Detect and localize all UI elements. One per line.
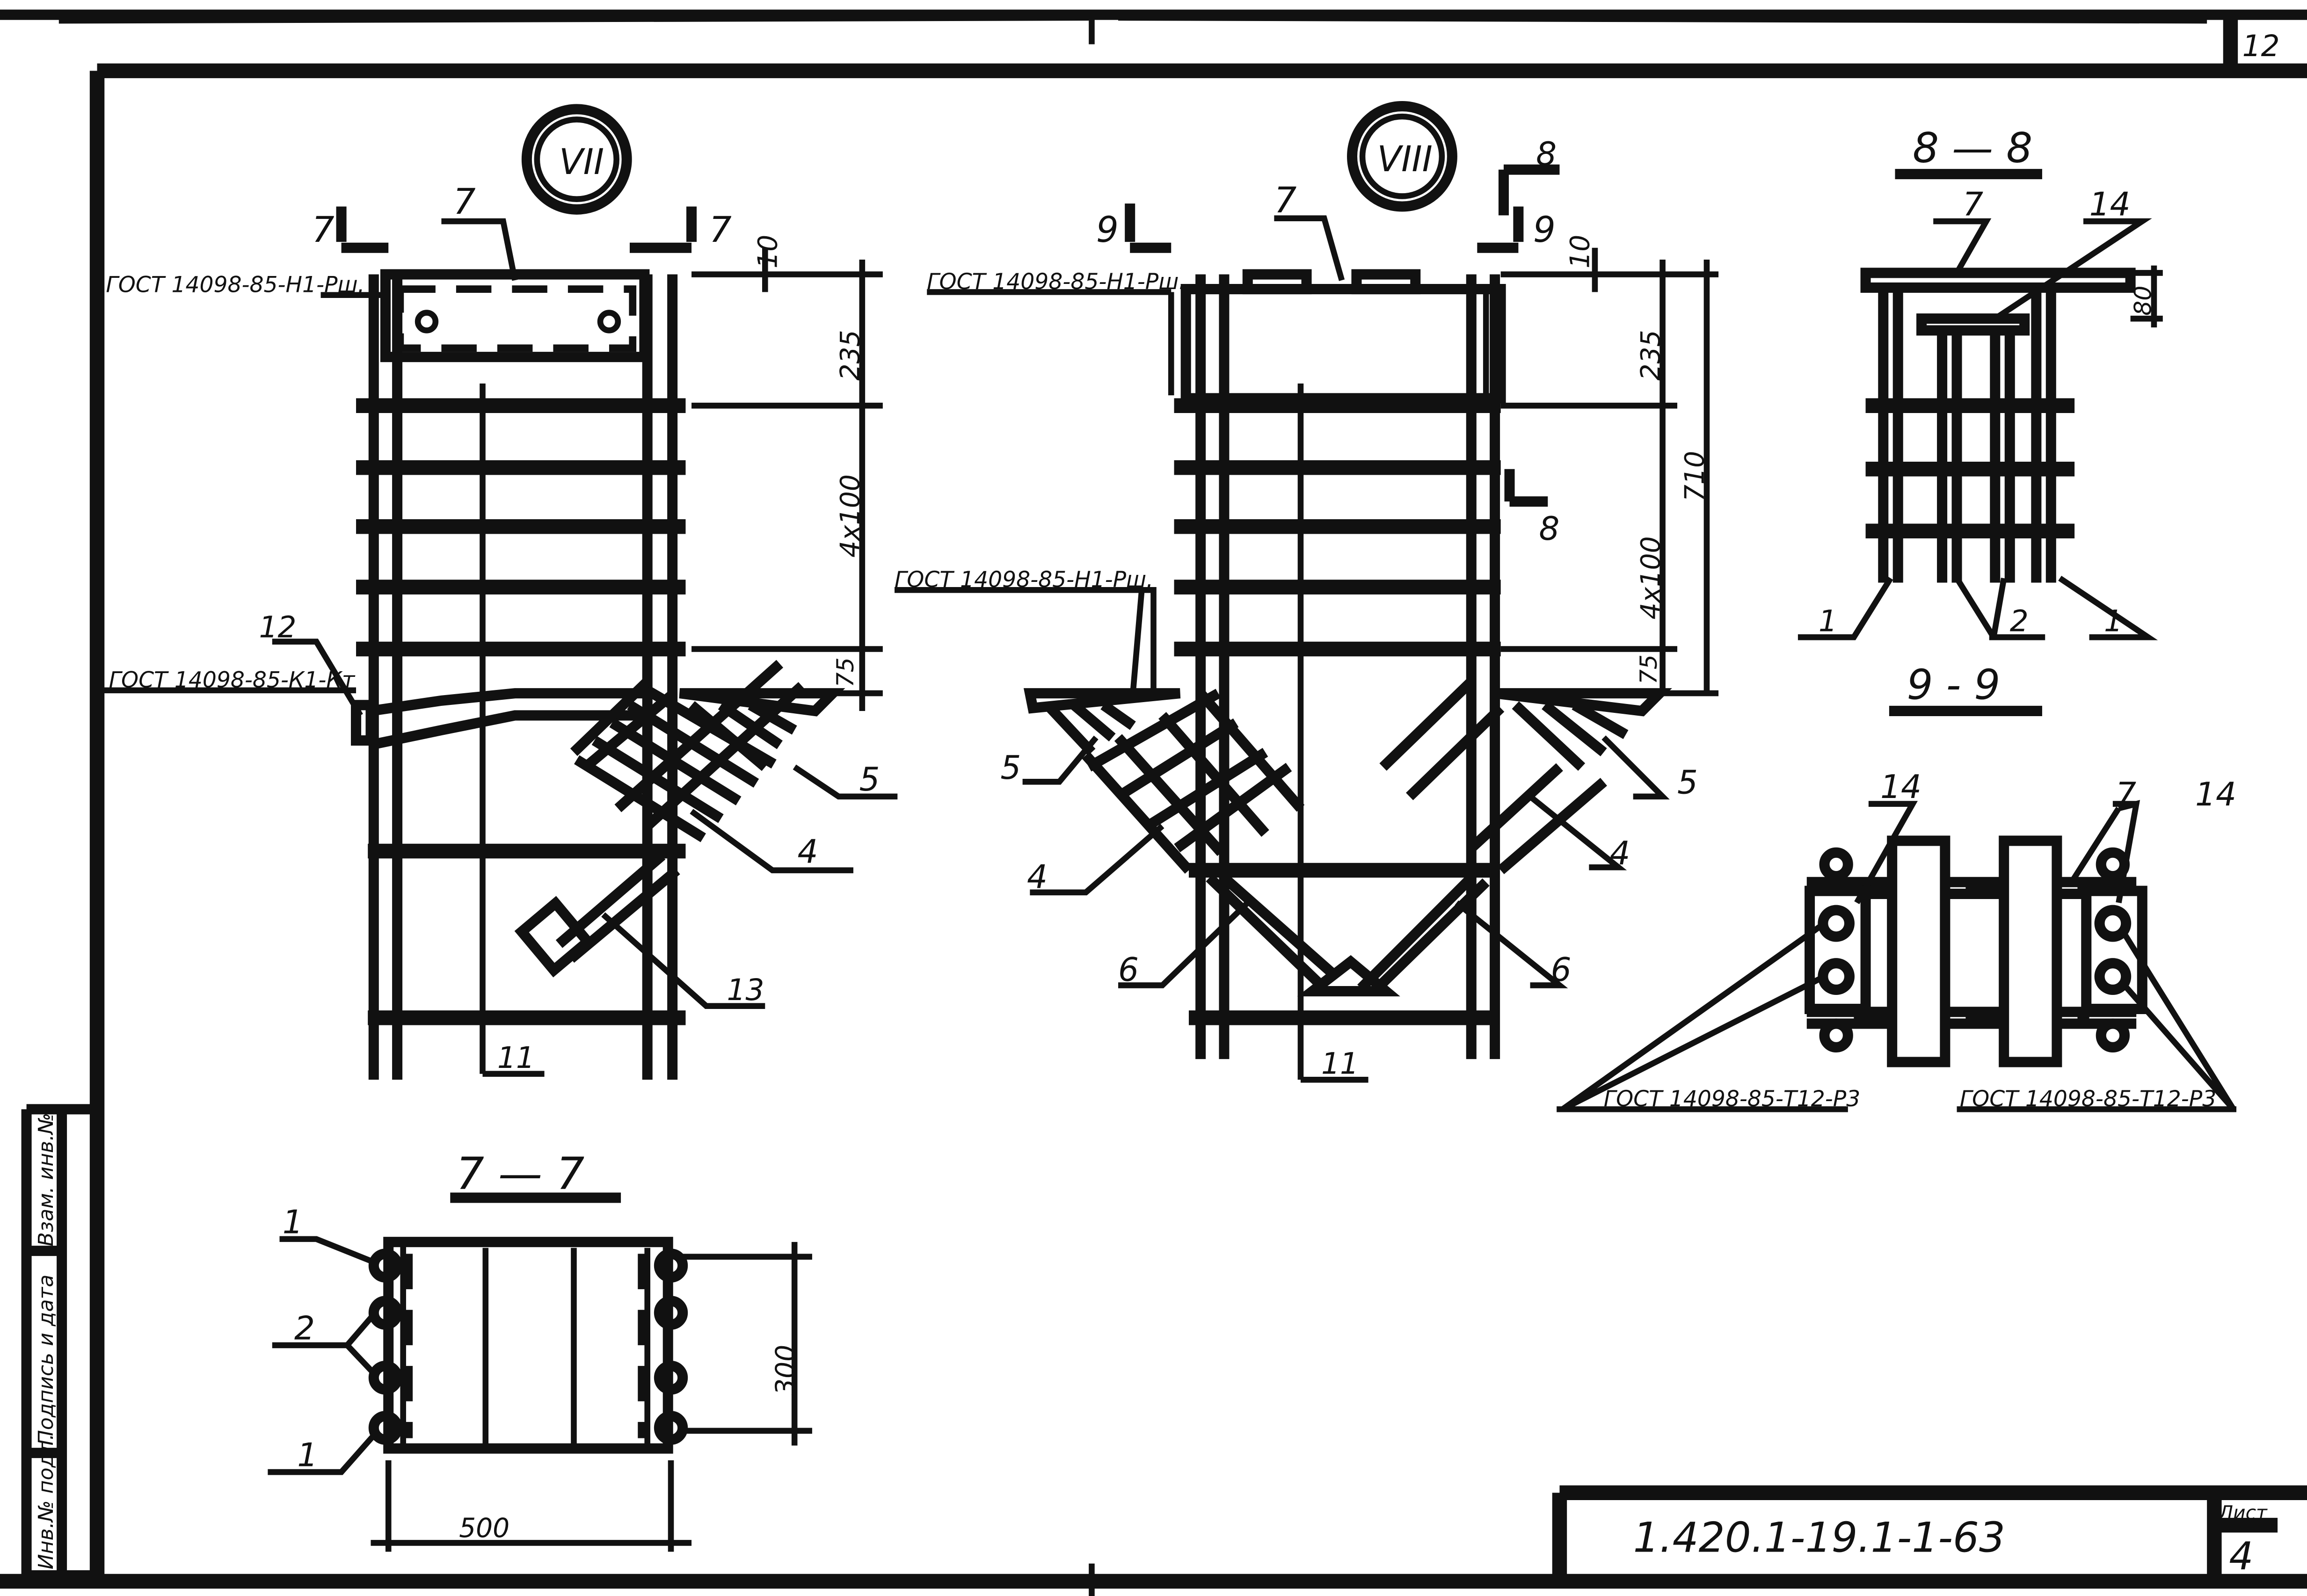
view-viii [895, 101, 1719, 1083]
viii-dim-4x100: 4х100 [1635, 536, 1666, 619]
s77-mark-1-bottom: 1 [297, 1436, 318, 1474]
vii-mark-11: 11 [497, 1041, 535, 1075]
vii-dim-235: 235 [835, 330, 866, 380]
sheet-label: Лист [2218, 1502, 2268, 1524]
viii-mark-4-left: 4 [1027, 858, 1048, 896]
vii-weld-ref-side: ГОСТ 14098-85-К1-Кт [109, 667, 356, 693]
node-viii-label: VIII [1377, 138, 1433, 180]
viii-mark-4-right: 4 [1609, 835, 1630, 872]
node-vii-label: VII [559, 141, 604, 182]
section-9-9 [1557, 705, 2237, 1112]
vii-dim-4x100: 4х100 [835, 474, 866, 558]
vii-mark-5: 5 [859, 761, 880, 798]
s99-weld-ref-right: ГОСТ 14098-85-Т12-Р3 [1960, 1086, 2216, 1112]
stamp-inv-orig: Инв.№ подл. [34, 1434, 58, 1569]
section-8-8 [1798, 169, 2163, 640]
stamp-signature-date: Подпись и дата [34, 1275, 58, 1446]
s88-mark-2: 2 [2010, 604, 2029, 638]
vii-dim-10: 10 [753, 235, 784, 268]
viii-mark-6-right: 6 [1551, 951, 1572, 989]
viii-dim-235: 235 [1635, 330, 1666, 380]
viii-dim-10: 10 [1565, 235, 1595, 268]
s88-mark-1-left: 1 [1819, 604, 1837, 638]
view-vii [103, 104, 898, 1080]
viii-mark-5-left: 5 [1000, 749, 1021, 787]
drawing-code: 1.420.1-19.1-1-63 [1633, 1513, 2005, 1561]
section-9-9-title: 9 - 9 [1907, 661, 2001, 709]
viii-cut-label-8-mid: 8 [1539, 510, 1559, 548]
s77-dim-500: 500 [459, 1513, 509, 1544]
title-block [1552, 1485, 2307, 1581]
side-stamp: Инв.№ подл. Подпись и дата Взам. инв.№ [21, 1104, 97, 1581]
viii-mark-5-right: 5 [1677, 764, 1698, 801]
s99-mark-14-left: 14 [1880, 769, 1921, 806]
vii-dim-75: 75 [831, 657, 859, 687]
viii-dim-75: 75 [1635, 654, 1662, 684]
viii-dim-710: 710 [1680, 451, 1710, 501]
sheet-number: 4 [2229, 1534, 2253, 1579]
section-8-8-title: 8 — 8 [1913, 124, 2032, 172]
vii-cut-label-right: 7 [709, 209, 732, 250]
viii-weld-ref-top: ГОСТ 14098-85-Н1-Рш. [927, 269, 1186, 295]
s77-mark-1-top: 1 [283, 1204, 303, 1241]
s99-weld-ref-left: ГОСТ 14098-85-Т12-Р3 [1604, 1086, 1860, 1112]
s88-mark-7: 7 [1963, 186, 1983, 223]
vii-weld-ref-top: ГОСТ 14098-85-Н1-Рш. [106, 272, 364, 297]
viii-mark-7: 7 [1274, 180, 1296, 221]
stamp-inv-repl: Взам. инв.№ [34, 1113, 58, 1247]
s77-dim-300: 300 [770, 1345, 801, 1395]
s88-mark-1-right: 1 [2104, 604, 2123, 638]
sheet-frame [0, 9, 2307, 1596]
section-7-7 [268, 1192, 812, 1552]
vii-mark-12: 12 [259, 610, 296, 644]
viii-mark-6-left: 6 [1118, 951, 1139, 989]
viii-mark-11: 11 [1321, 1047, 1359, 1081]
vii-cut-label-left: 7 [312, 209, 335, 250]
s99-mark-14-right: 14 [2195, 776, 2236, 813]
s77-mark-2: 2 [294, 1310, 315, 1347]
viii-cut-label-8-top: 8 [1536, 136, 1557, 173]
vii-mark-4: 4 [797, 834, 818, 871]
corner-sheet-number: 12 [2242, 29, 2280, 63]
vii-mark-13: 13 [727, 973, 764, 1007]
s88-mark-14: 14 [2089, 186, 2131, 223]
viii-cut-label-9-left: 9 [1096, 209, 1119, 250]
section-7-7-title: 7 — 7 [456, 1148, 584, 1200]
s99-mark-7: 7 [2116, 776, 2136, 813]
viii-cut-label-9-right: 9 [1533, 209, 1556, 250]
viii-weld-ref-mid: ГОСТ 14098-85-Н1-Рш. [895, 567, 1153, 593]
vii-mark-7: 7 [453, 181, 476, 222]
s88-dim-80: 80 [2129, 286, 2157, 316]
